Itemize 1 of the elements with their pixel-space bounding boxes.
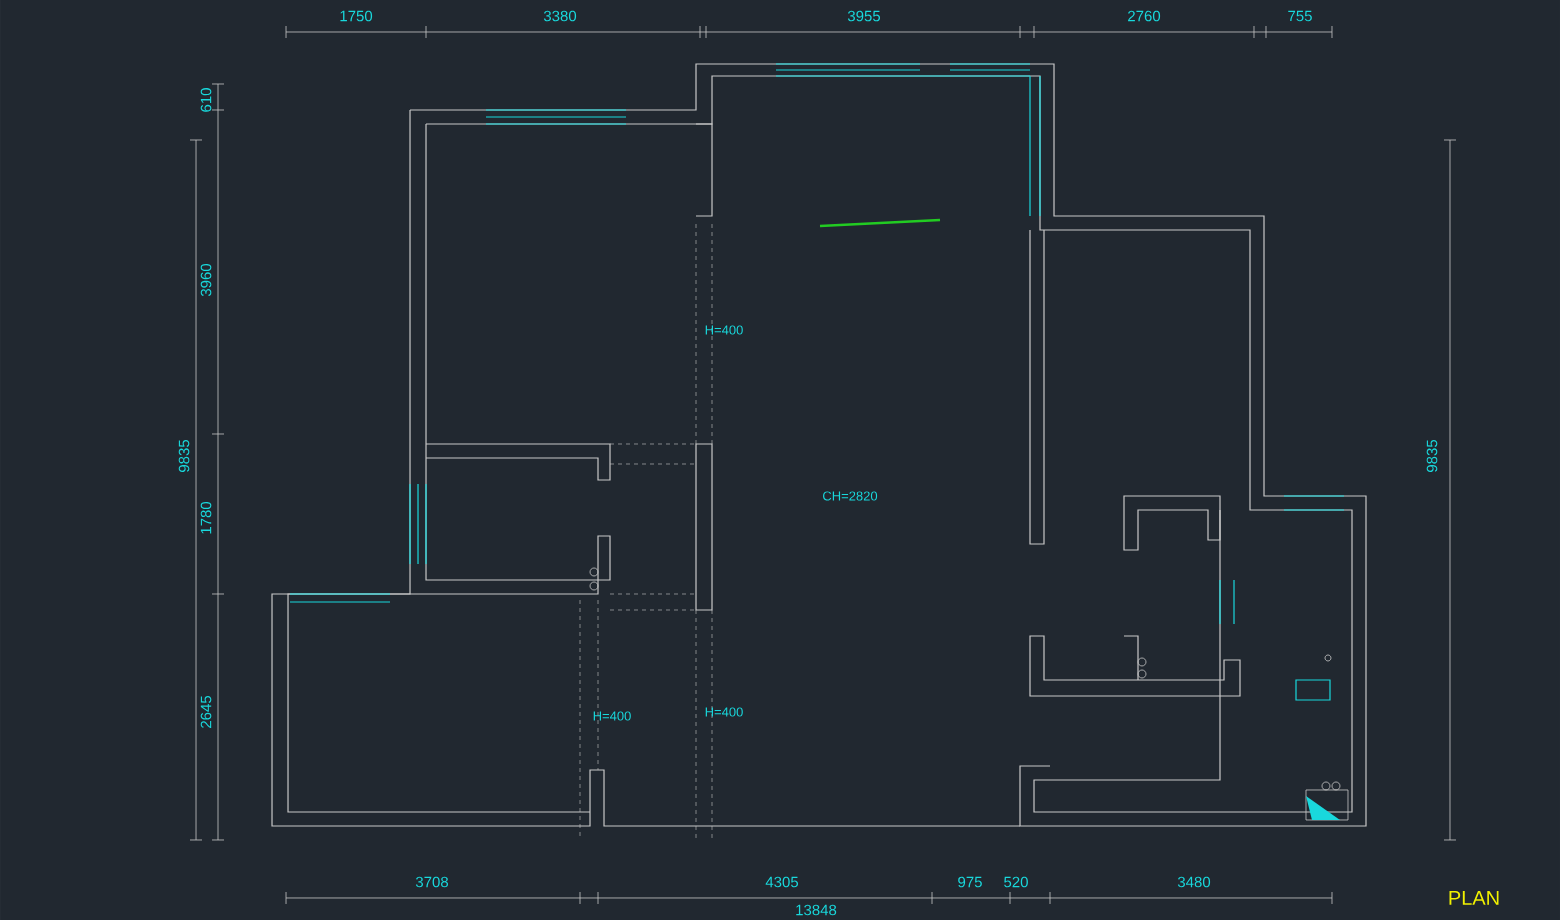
plan-title: PLAN — [1449, 891, 1499, 905]
